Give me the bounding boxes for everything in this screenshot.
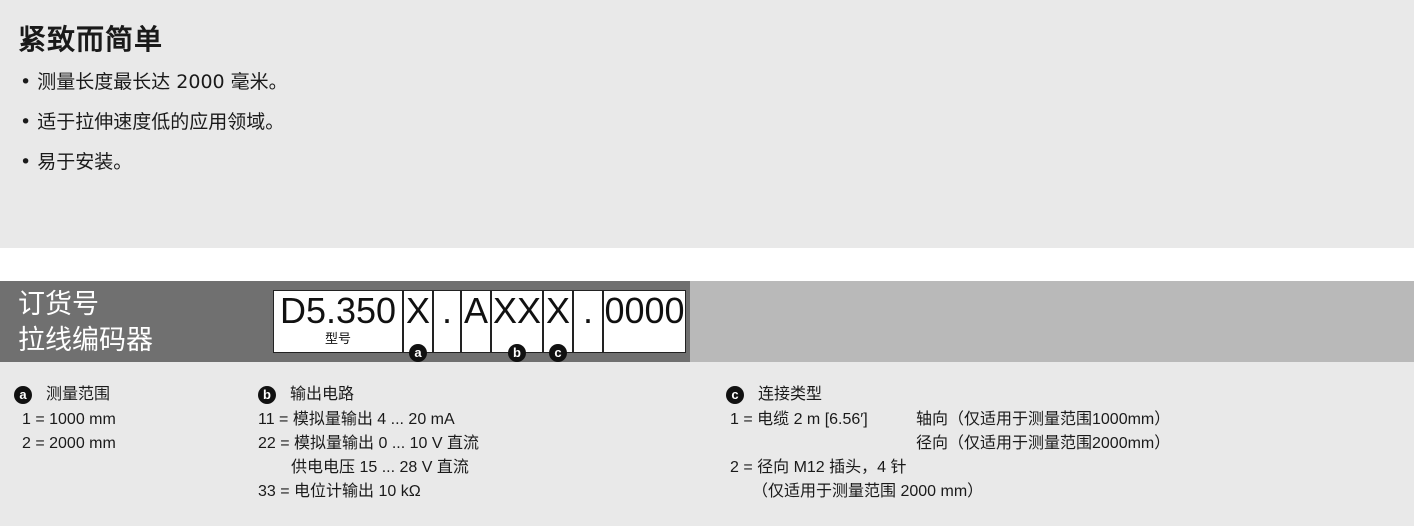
intro-panel: 紧致而简单 测量长度最长达 2000 毫米。 适于拉伸速度低的应用领域。 易于安… xyxy=(0,0,1414,248)
option-line: 2 = 2000 mm xyxy=(22,435,116,452)
option-detail: 径向（仅适用于测量范围2000mm） xyxy=(916,435,1171,452)
feature-list: 测量长度最长达 2000 毫米。 适于拉伸速度低的应用领域。 易于安装。 xyxy=(20,62,288,182)
option-detail: 轴向（仅适用于测量范围1000mm） xyxy=(916,411,1171,428)
option-line: 1 = 电缆 2 m [6.56′] xyxy=(730,411,868,428)
option-line: 22 = 模拟量输出 0 ... 10 V 直流 xyxy=(258,435,479,452)
option-line: 2 = 径向 M12 插头，4 针 xyxy=(730,459,907,476)
code-box-b: XX b xyxy=(491,290,543,363)
code-fixed: A xyxy=(463,290,488,331)
order-label-line2: 拉线编码器 xyxy=(18,325,153,356)
option-line: 33 = 电位计输出 10 kΩ xyxy=(258,483,421,500)
section-output-circuit: b 输出电路 11 = 模拟量输出 4 ... 20 mA 22 = 模拟量输出 … xyxy=(258,382,479,504)
code-b: XX xyxy=(492,290,542,331)
feature-item: 测量长度最长达 2000 毫米。 xyxy=(20,62,287,102)
section-heading: 输出电路 xyxy=(290,384,355,403)
code-dot: . xyxy=(441,290,452,331)
section-title: 紧致而简单 xyxy=(18,23,164,56)
marker-a-icon: a xyxy=(14,385,32,404)
option-detail: （仅适用于测量范围 2000 mm） xyxy=(752,483,984,500)
marker-b-icon: b xyxy=(258,385,276,404)
marker-c-icon: c xyxy=(549,344,567,363)
code-dot-box: . xyxy=(433,290,461,353)
code-dot-box: . xyxy=(573,290,603,353)
order-label: 订货号 拉线编码器 xyxy=(18,287,153,359)
option-line: 11 = 模拟量输出 4 ... 20 mA xyxy=(258,411,455,428)
code-c: X xyxy=(545,290,570,331)
code-suffix-box: 0000 xyxy=(603,290,686,353)
feature-item: 适于拉伸速度低的应用领域。 xyxy=(20,102,288,142)
section-heading: 测量范围 xyxy=(46,384,111,403)
model-label: 型号 xyxy=(324,332,351,347)
code-suffix: 0000 xyxy=(604,290,685,331)
code-model: D5.350 xyxy=(279,290,397,331)
marker-b-icon: b xyxy=(508,344,526,363)
section-measuring-range: a 测量范围 1 = 1000 mm 2 = 2000 mm xyxy=(14,382,116,456)
order-label-line1: 订货号 xyxy=(18,289,99,320)
code-a: X xyxy=(405,290,430,331)
spacer xyxy=(0,248,1414,281)
feature-item: 易于安装。 xyxy=(20,142,288,182)
section-connection-type: c 连接类型 1 = 电缆 2 m [6.56′] 轴向（仅适用于测量范围1000m… xyxy=(726,382,1170,504)
section-heading: 连接类型 xyxy=(758,384,823,403)
option-line: 1 = 1000 mm xyxy=(22,411,116,428)
code-dot: . xyxy=(582,290,593,331)
marker-c-icon: c xyxy=(726,385,744,404)
code-fixed-box: A xyxy=(461,290,491,353)
marker-a-icon: a xyxy=(409,344,427,363)
option-line: 供电电压 15 ... 28 V 直流 xyxy=(291,459,469,476)
